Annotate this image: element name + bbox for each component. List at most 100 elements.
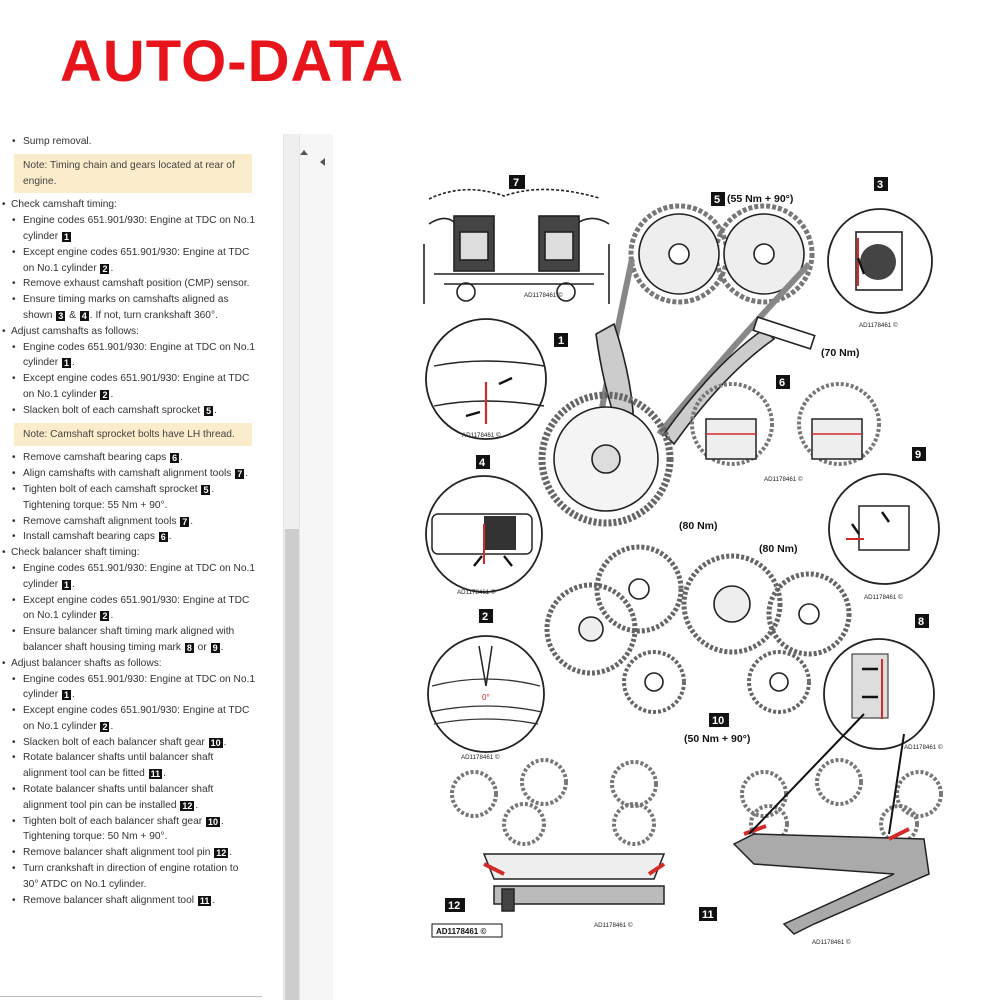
torque-idler-right: (80 Nm) [759,543,798,555]
brand-title: AUTO-DATA [60,29,405,94]
step-text: . [71,357,75,369]
torque-balancer-gears: (50 Nm + 90°) [684,733,750,745]
section-heading: Check balancer shaft timing: [0,545,262,561]
step-text: Tighten bolt of each balancer shaft gear [23,815,205,827]
callout-10: 10 [712,715,724,727]
reference-badge: 2 [100,263,110,274]
callout-1: 1 [558,335,564,347]
procedure-step: Tighten bolt of each camshaft sprocket 5… [0,482,262,514]
step-text: . [110,262,114,274]
step-text: . [223,736,227,748]
step-text: . [220,641,224,653]
ref-code-box [431,923,503,938]
arrow-up-icon[interactable] [300,150,308,155]
reference-badge: 6 [170,453,180,464]
view-balancer-mark-8 [823,638,935,750]
step-text: Tighten bolt of each camshaft sprocket [23,483,201,495]
reference-badge: 1 [61,690,71,701]
step-text: & [66,309,79,321]
step-text: . [190,515,194,527]
procedure-step: Engine codes 651.901/930: Engine at TDC … [0,561,262,593]
step-text: . Tightening torque: 55 Nm + 90°. [23,483,215,511]
step-text: Adjust camshafts as follows: [11,325,139,337]
torque-cam-sprockets: (55 Nm + 90°) [727,193,793,205]
procedure-step: Rotate balancer shafts until balancer sh… [0,750,262,782]
panel-divider [0,996,262,997]
procedure-step: Sump removal. [0,134,262,150]
callout-8-box [915,614,929,628]
reference-badge: 7 [235,469,245,480]
reference-badge: 11 [148,769,163,780]
callout-labels: 7 5 3 1 6 4 9 2 8 10 12 11 [445,175,929,921]
callout-12-box [445,898,465,912]
reference-badge: 10 [205,816,220,827]
procedure-step: Slacken bolt of each camshaft sprocket 5… [0,403,262,419]
reference-badge: 5 [201,484,211,495]
zero-degree-mark: 0° [482,693,490,702]
scrollbar-thumb[interactable] [285,529,299,1000]
step-text: Slacken bolt of each balancer shaft gear [23,736,208,748]
procedure-step: Install camshaft bearing caps 6. [0,529,262,545]
procedure-step: Remove camshaft bearing caps 6. [0,450,262,466]
step-text: Sump removal. [23,136,92,147]
procedure-step: Except engine codes 651.901/930: Engine … [0,371,262,403]
ref-code-view2: AD1178461 © [461,754,500,761]
step-text: . [168,531,172,543]
ref-code-view4: AD1178461 © [457,589,496,596]
callout-12: 12 [448,900,460,912]
ref-code-view6: AD1178461 © [764,476,803,483]
step-text: . [245,468,249,480]
callout-5: 5 [714,194,720,206]
section-heading: Adjust camshafts as follows: [0,324,262,340]
reference-badge: 2 [100,389,110,400]
procedure-step: Except engine codes 651.901/930: Engine … [0,703,262,735]
step-text: . [71,578,75,590]
step-text: . Tightening torque: 50 Nm + 90°. [23,815,224,843]
callout-11-box [699,907,717,921]
step-text: Turn crankshaft in direction of engine r… [23,863,239,890]
callout-2-box [479,609,493,623]
reference-badge: 10 [208,737,223,748]
procedure-step: Ensure timing marks on camshafts aligned… [0,292,262,324]
callout-3-box [874,177,888,191]
procedure-text-panel: Sump removal.Note: Timing chain and gear… [0,134,262,1000]
step-text: Note: Camshaft sprocket bolts have LH th… [23,428,235,440]
reference-badge: 9 [210,642,220,653]
procedure-step: Turn crankshaft in direction of engine r… [0,861,262,893]
arrow-left-icon[interactable] [320,158,325,166]
callout-9-box [912,447,926,461]
step-text: or [194,641,210,653]
procedure-step: Except engine codes 651.901/930: Engine … [0,245,262,277]
reference-badge: 12 [180,800,195,811]
view-crank-mark-1 [425,318,547,440]
scrollbar-track[interactable] [284,134,300,1000]
callout-6-box [776,375,790,389]
step-text: . If not, turn crankshaft 360°. [89,309,218,321]
procedure-step: Remove balancer shaft alignment tool 11. [0,893,262,909]
side-scroll-gutter [283,134,333,1000]
reference-badge: 6 [158,532,168,543]
section-heading: Check camshaft timing: [0,197,262,213]
step-text: Remove camshaft alignment tools [23,515,180,527]
step-text: Remove camshaft bearing caps [23,452,170,464]
procedure-step: Engine codes 651.901/930: Engine at TDC … [0,213,262,245]
torque-tensioner: (70 Nm) [821,347,860,359]
step-text: Except engine codes 651.901/930: Engine … [23,373,250,400]
step-text: Remove balancer shaft alignment tool pin [23,847,214,859]
procedure-step: Rotate balancer shafts until balancer sh… [0,782,262,814]
view-camshaft-mark-3 [827,208,933,314]
step-text: Engine codes 651.901/930: Engine at TDC … [23,215,256,242]
callout-2: 2 [482,611,488,623]
step-text: Remove exhaust camshaft position (CMP) s… [23,278,250,290]
step-text: Except engine codes 651.901/930: Engine … [23,705,250,732]
procedure-step: Engine codes 651.901/930: Engine at TDC … [0,672,262,704]
ref-code-view8: AD1178461 © [904,744,943,751]
callout-7: 7 [513,177,519,189]
reference-badge: 7 [180,516,190,527]
procedure-list: Sump removal.Note: Timing chain and gear… [0,134,262,908]
reference-badge: 11 [197,895,212,906]
step-text: . [110,610,114,622]
callout-1-box [554,333,568,347]
step-text: Install camshaft bearing caps [23,531,158,543]
timing-diagram: AD1178461 © AD1178461 © [334,134,1000,1000]
